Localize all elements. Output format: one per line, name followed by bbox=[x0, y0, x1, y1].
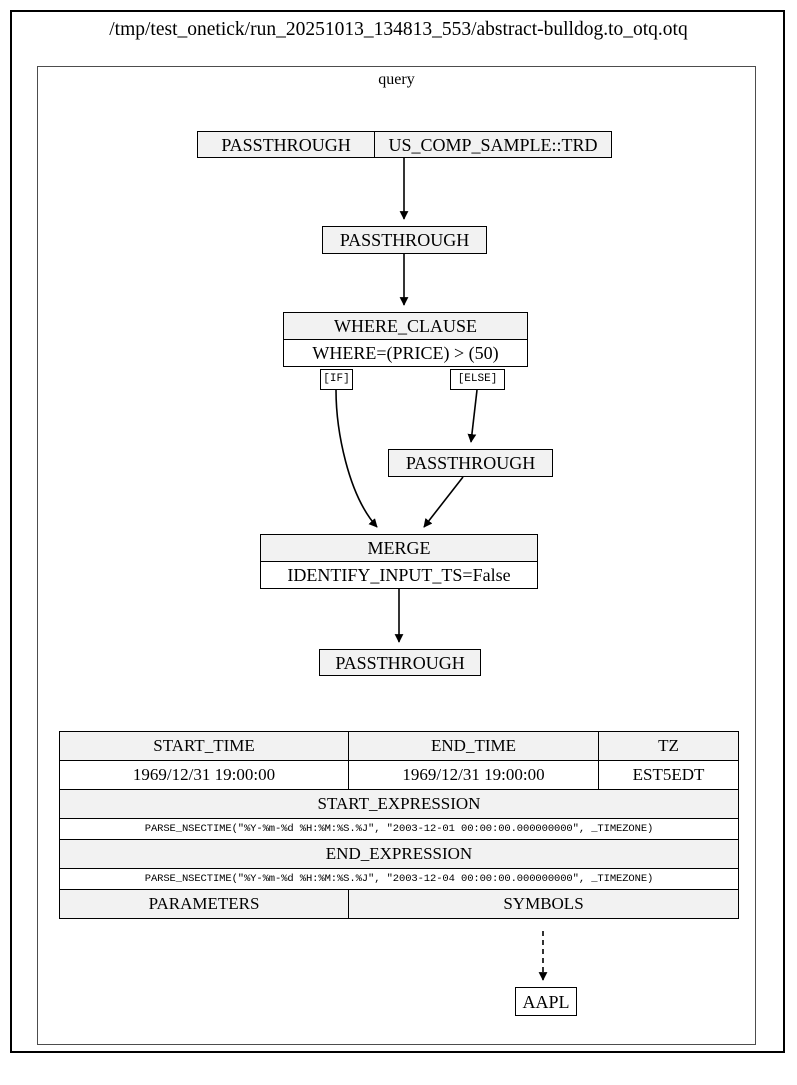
header-end-expression: END_EXPRESSION bbox=[59, 839, 739, 869]
node-symbol-aapl[interactable]: AAPL bbox=[515, 987, 577, 1016]
edge-label-else: [ELSE] bbox=[450, 369, 505, 390]
value-start-time: 1969/12/31 19:00:00 bbox=[59, 760, 349, 790]
node-where-clause[interactable]: WHERE_CLAUSE WHERE=(PRICE) > (50) bbox=[283, 312, 528, 367]
node-source-passthrough[interactable]: PASSTHROUGH US_COMP_SAMPLE::TRD bbox=[197, 131, 612, 158]
header-symbols: SYMBOLS bbox=[348, 889, 739, 919]
edge-label-if: [IF] bbox=[320, 369, 353, 390]
node-merge-param: IDENTIFY_INPUT_TS=False bbox=[261, 561, 537, 588]
header-start-expression: START_EXPRESSION bbox=[59, 789, 739, 819]
outer-frame bbox=[10, 10, 785, 1053]
query-info-table: START_TIME END_TIME TZ 1969/12/31 19:00:… bbox=[59, 731, 739, 919]
table-row-end-expression-header: END_EXPRESSION bbox=[59, 839, 739, 869]
node-source-database: US_COMP_SAMPLE::TRD bbox=[374, 132, 611, 157]
table-row-time-values: 1969/12/31 19:00:00 1969/12/31 19:00:00 … bbox=[59, 760, 739, 790]
node-merge[interactable]: MERGE IDENTIFY_INPUT_TS=False bbox=[260, 534, 538, 589]
node-merge-title: MERGE bbox=[261, 535, 537, 561]
node-passthrough-sink[interactable]: PASSTHROUGH bbox=[319, 649, 481, 676]
node-where-clause-param: WHERE=(PRICE) > (50) bbox=[284, 339, 527, 366]
node-where-clause-title: WHERE_CLAUSE bbox=[284, 313, 527, 339]
table-row-start-expression-header: START_EXPRESSION bbox=[59, 789, 739, 819]
node-passthrough-else[interactable]: PASSTHROUGH bbox=[388, 449, 553, 477]
header-start-time: START_TIME bbox=[59, 731, 349, 761]
table-row-parameters-symbols: PARAMETERS SYMBOLS bbox=[59, 889, 739, 919]
value-end-time: 1969/12/31 19:00:00 bbox=[348, 760, 599, 790]
header-end-time: END_TIME bbox=[348, 731, 599, 761]
value-start-expression: PARSE_NSECTIME("%Y-%m-%d %H:%M:%S.%J", "… bbox=[59, 818, 739, 840]
table-row-start-expression-value: PARSE_NSECTIME("%Y-%m-%d %H:%M:%S.%J", "… bbox=[59, 818, 739, 840]
header-parameters: PARAMETERS bbox=[59, 889, 349, 919]
node-source-operation: PASSTHROUGH bbox=[221, 134, 351, 155]
node-passthrough-2[interactable]: PASSTHROUGH bbox=[322, 226, 487, 254]
value-tz: EST5EDT bbox=[598, 760, 739, 790]
query-cluster-label: query bbox=[378, 71, 415, 88]
table-row-time-headers: START_TIME END_TIME TZ bbox=[59, 731, 739, 761]
header-tz: TZ bbox=[598, 731, 739, 761]
graph-title: /tmp/test_onetick/run_20251013_134813_55… bbox=[109, 19, 688, 40]
value-end-expression: PARSE_NSECTIME("%Y-%m-%d %H:%M:%S.%J", "… bbox=[59, 868, 739, 890]
table-row-end-expression-value: PARSE_NSECTIME("%Y-%m-%d %H:%M:%S.%J", "… bbox=[59, 868, 739, 890]
